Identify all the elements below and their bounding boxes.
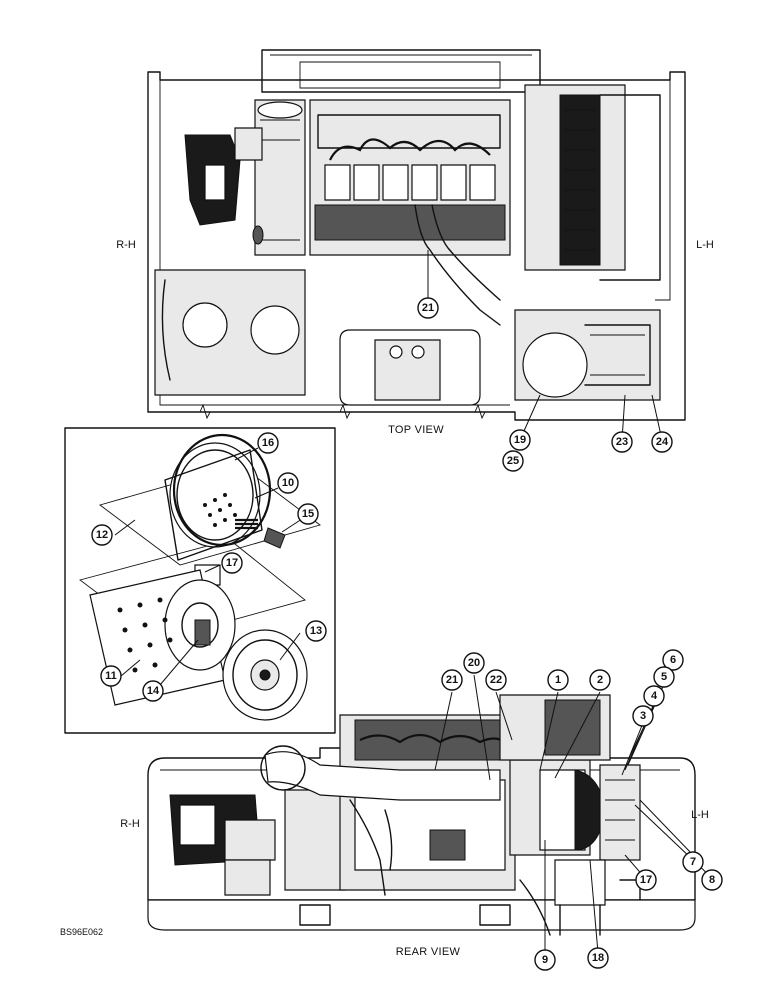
callout-number: 2: [597, 674, 603, 686]
callout-number: 13: [310, 625, 322, 637]
rear-lh-label: L-H: [691, 809, 709, 821]
callout-number: 15: [302, 508, 314, 520]
callout-number: 18: [592, 952, 604, 964]
detail-frame: [64, 427, 336, 734]
callout-17-rear: 17: [635, 869, 657, 891]
callout-20: 20: [463, 652, 485, 674]
callout-number: 8: [709, 874, 715, 886]
callout-19: 19: [509, 429, 531, 451]
callout-number: 22: [490, 674, 502, 686]
drawing-reference-code: BS96E062: [60, 927, 103, 937]
callout-3: 3: [632, 705, 654, 727]
cylinder-heads: [324, 164, 496, 201]
callout-14: 14: [142, 680, 164, 702]
callout-21-top: 21: [417, 297, 439, 319]
callout-number: 1: [555, 674, 561, 686]
callout-number: 7: [690, 856, 696, 868]
top-view-label: TOP VIEW: [388, 424, 444, 436]
top-rh-label: R-H: [116, 239, 136, 251]
callout-8: 8: [701, 869, 723, 891]
callout-bubbles: 21 19 25 23 24 16 10 15 12 17 13 11 14 2…: [91, 297, 723, 971]
callout-23: 23: [611, 431, 633, 453]
top-lh-label: L-H: [696, 239, 714, 251]
callout-4: 4: [643, 685, 665, 707]
callout-number: 19: [514, 434, 526, 446]
rear-rh-label: R-H: [120, 818, 140, 830]
rear-view-label: REAR VIEW: [396, 946, 461, 958]
callout-25: 25: [502, 450, 524, 472]
callout-21-rear: 21: [441, 669, 463, 691]
callout-10: 10: [277, 472, 299, 494]
callout-17-detail: 17: [221, 552, 243, 574]
callout-number: 12: [96, 529, 108, 541]
callout-number: 21: [422, 302, 434, 314]
callout-number: 10: [282, 477, 294, 489]
callout-number: 25: [507, 455, 519, 467]
callout-number: 17: [226, 557, 238, 569]
callout-2: 2: [589, 669, 611, 691]
callout-number: 24: [656, 436, 669, 448]
callout-16: 16: [257, 432, 279, 454]
callout-number: 3: [640, 710, 646, 722]
callout-number: 14: [147, 685, 160, 697]
callout-9: 9: [534, 949, 556, 971]
callout-number: 21: [446, 674, 458, 686]
callout-5: 5: [653, 666, 675, 688]
callout-18: 18: [587, 947, 609, 969]
air-cleaner-exploded: [78, 433, 321, 721]
callout-number: 5: [661, 671, 667, 683]
callout-number: 11: [105, 670, 117, 682]
callout-number: 4: [651, 690, 658, 702]
top-view-drawing: [147, 49, 686, 421]
callout-22: 22: [485, 669, 507, 691]
callout-1: 1: [547, 669, 569, 691]
callout-number: 23: [616, 436, 628, 448]
callout-15: 15: [297, 503, 319, 525]
rear-view-drawing: [147, 694, 696, 936]
callout-13: 13: [305, 620, 327, 642]
callout-number: 17: [640, 874, 652, 886]
callout-11: 11: [100, 665, 122, 687]
callout-12: 12: [91, 524, 113, 546]
callout-7: 7: [682, 851, 704, 873]
callout-number: 9: [542, 954, 548, 966]
callout-number: 20: [468, 657, 480, 669]
callout-6: 6: [662, 649, 684, 671]
callout-24: 24: [651, 431, 673, 453]
callout-number: 16: [262, 437, 274, 449]
callout-number: 6: [670, 654, 676, 666]
